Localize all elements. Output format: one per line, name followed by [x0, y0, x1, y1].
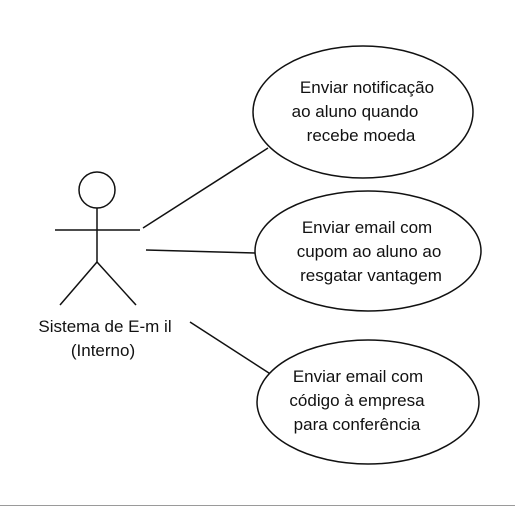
- actor-left-leg: [59, 261, 98, 306]
- use-case-3: Enviar email com código à empresa para c…: [256, 339, 480, 465]
- association-line-2: [145, 249, 256, 254]
- association-line-1: [142, 147, 269, 229]
- use-case-2-line-2: cupom ao aluno ao: [297, 242, 442, 261]
- use-case-3-line-1: Enviar email com: [293, 367, 423, 386]
- actor-label-line-2: (Interno): [71, 341, 135, 360]
- actor-right-leg: [96, 261, 137, 306]
- actor-stick-figure: [55, 171, 140, 306]
- actor-head: [78, 171, 116, 209]
- actor-label-line-1: Sistema de E-m il: [38, 317, 171, 336]
- use-case-1-line-1: Enviar notificação: [300, 78, 434, 97]
- use-case-2-ellipse: [254, 190, 482, 312]
- association-line-3: [189, 321, 273, 376]
- use-case-3-ellipse: [256, 339, 480, 465]
- use-case-1-ellipse: [252, 45, 474, 179]
- use-case-1-line-2: ao aluno quando: [292, 102, 419, 121]
- use-case-2: Enviar email com cupom ao aluno ao resga…: [254, 190, 482, 312]
- use-case-1-line-3: recebe moeda: [307, 126, 416, 145]
- bottom-divider: [0, 505, 515, 506]
- use-case-2-line-1: Enviar email com: [302, 218, 432, 237]
- use-case-1: Enviar notificação ao aluno quando receb…: [252, 45, 474, 179]
- use-case-3-line-2: código à empresa: [289, 391, 425, 410]
- use-case-2-line-3: resgatar vantagem: [300, 266, 442, 285]
- use-case-3-line-3: para conferência: [294, 415, 421, 434]
